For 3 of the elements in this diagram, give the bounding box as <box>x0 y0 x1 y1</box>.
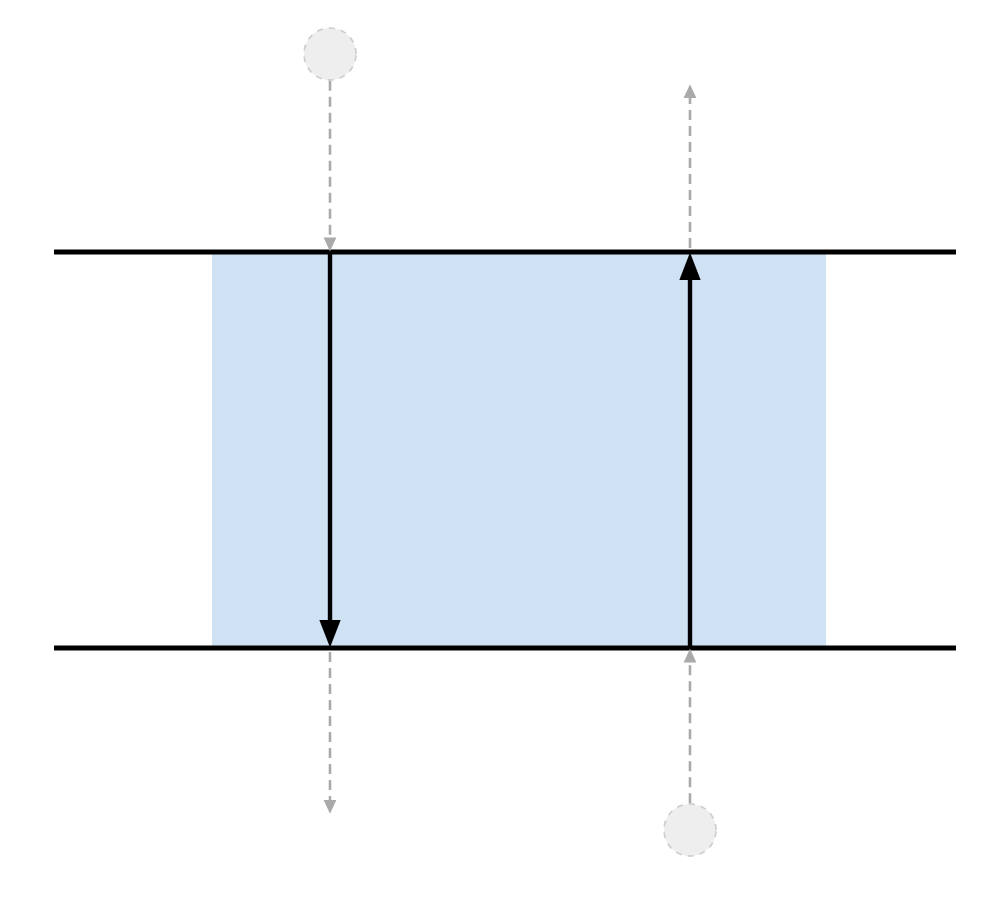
shaded-band <box>212 252 826 648</box>
dashed-circle <box>303 27 357 81</box>
dashed-circle <box>663 803 717 857</box>
